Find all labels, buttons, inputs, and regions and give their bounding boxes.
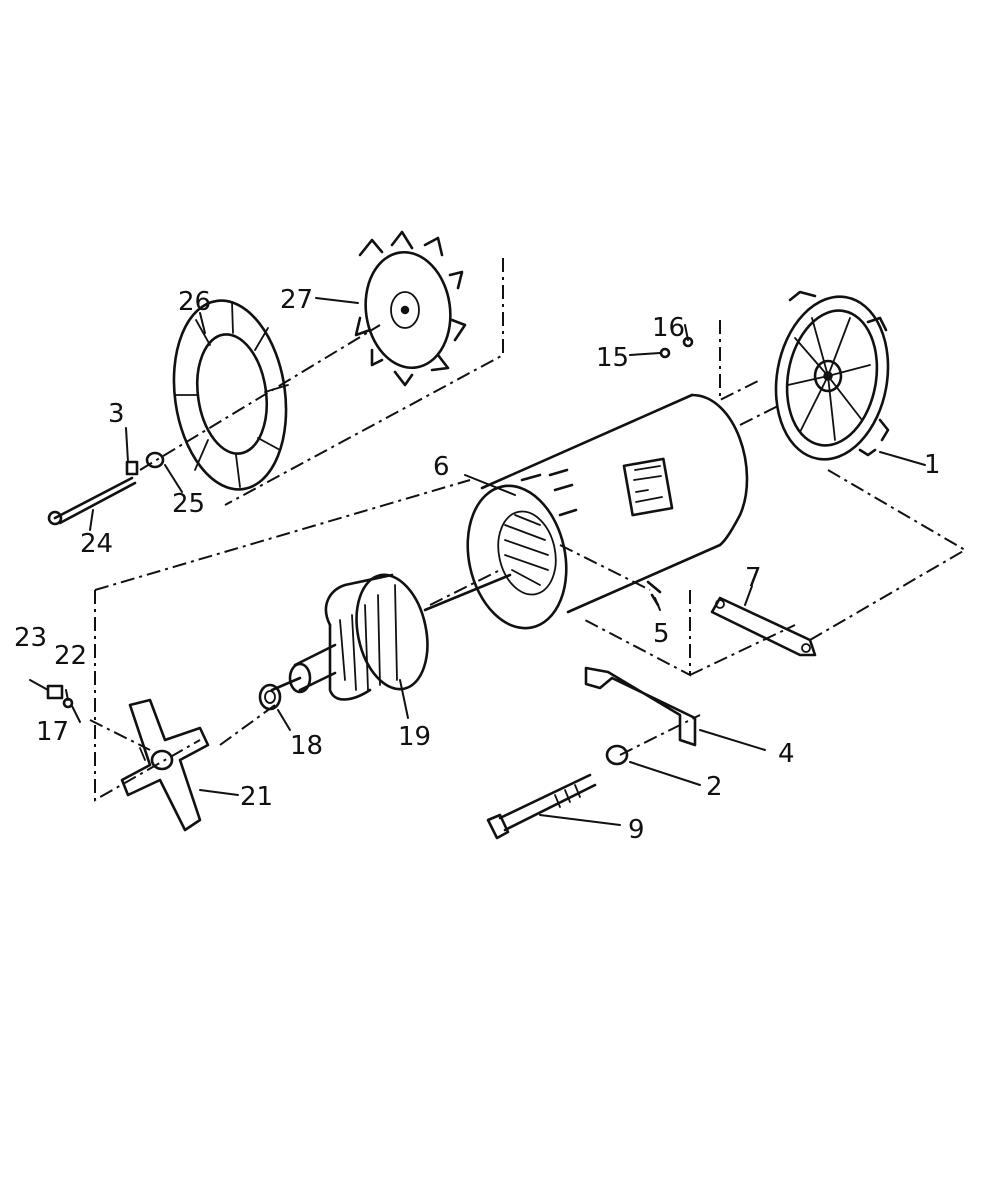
washer-part-2	[605, 744, 629, 766]
callout-27: 27	[280, 285, 313, 315]
callout-23: 23	[14, 623, 47, 653]
callout-19: 21	[240, 782, 273, 812]
callout-22: 22	[54, 641, 87, 671]
callout-6: 6	[433, 452, 450, 482]
callout-2: 2	[706, 772, 723, 802]
fan-part-27	[354, 230, 467, 387]
callout-25: 25	[172, 489, 205, 519]
blade-part-19	[120, 698, 210, 832]
leader-lines	[29, 297, 926, 826]
bracket-part-4	[584, 666, 697, 747]
callout-1: 1	[924, 450, 941, 480]
callout-5: 5	[653, 619, 670, 649]
callout-15: 15	[596, 343, 629, 373]
bearing-part-18	[258, 683, 282, 711]
assembly-lines	[89, 258, 967, 802]
motor-housing-part-6	[466, 393, 749, 630]
callout-17: 19	[398, 722, 431, 752]
screw-part-5	[646, 580, 662, 607]
strap-part-7	[710, 596, 817, 657]
bolt-part-9	[486, 773, 597, 840]
end-bell-part-1	[774, 290, 890, 461]
callout-9: 9	[628, 815, 645, 845]
callout-18: 18	[290, 731, 323, 761]
callout-7: 7	[745, 563, 762, 593]
fan-shroud-part-26	[172, 299, 289, 491]
callout-labels: 26 27 3 25 24 16 15 6 1 5 7 23 22 17 18 …	[14, 285, 941, 845]
callout-4: 4	[778, 739, 795, 769]
nut-part-3	[125, 460, 139, 476]
fasteners-21-22-23	[46, 684, 74, 709]
armature-part-17	[270, 573, 512, 701]
fasteners-left	[47, 451, 165, 526]
callout-26: 26	[178, 287, 211, 317]
callout-16: 16	[652, 313, 685, 343]
bolt-part-24	[53, 476, 137, 525]
callout-3: 3	[108, 399, 125, 429]
washer-part-25	[145, 451, 165, 469]
callout-24: 24	[80, 529, 113, 559]
callout-21: 17	[36, 717, 69, 747]
nut-part-22	[46, 684, 64, 700]
